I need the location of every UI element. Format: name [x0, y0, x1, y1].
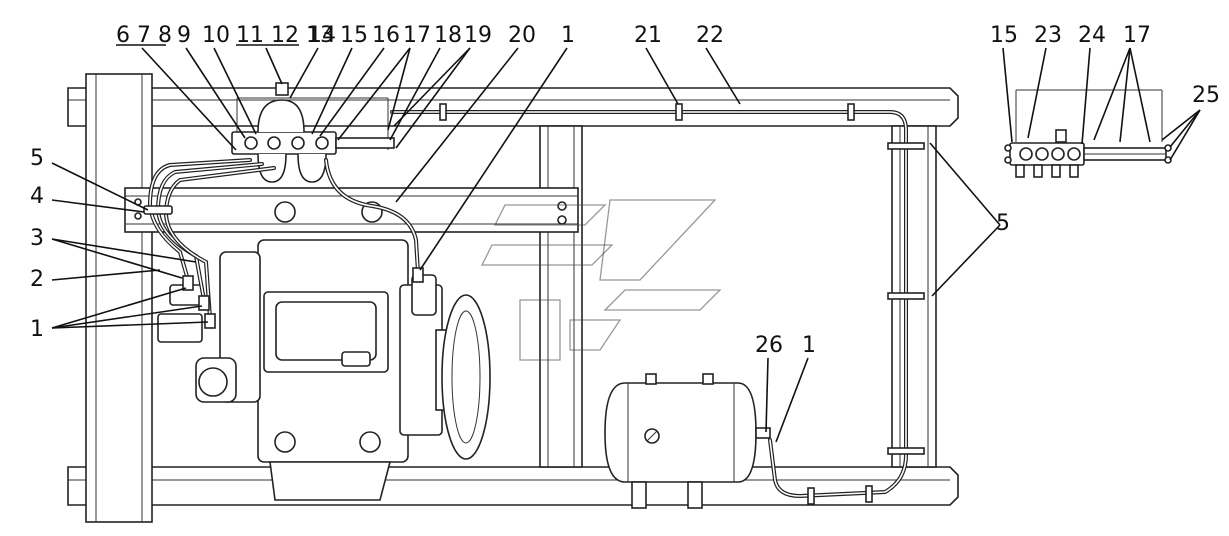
callout-15-inset: 15 — [990, 23, 1018, 48]
callout-17-inset: 17 — [1123, 23, 1151, 48]
pneumatic-lines — [143, 103, 925, 505]
callout-5-right: 5 — [996, 211, 1010, 236]
inset-valve-block — [1004, 89, 1172, 178]
callout-3: 3 — [30, 226, 44, 251]
callout-5-left: 5 — [30, 146, 44, 171]
callout-11-12-13: 11 12 13 — [236, 23, 334, 48]
callout-10: 10 — [202, 23, 230, 48]
callout-14: 14 — [308, 23, 336, 48]
watermark-logo — [480, 199, 722, 361]
callout-19: 19 — [464, 23, 492, 48]
callout-24: 24 — [1078, 23, 1106, 48]
callout-18: 18 — [434, 23, 462, 48]
transmission-unit — [157, 239, 491, 501]
leader-lines — [51, 44, 1201, 443]
callout-25: 25 — [1192, 83, 1220, 108]
air-receiver-tank — [604, 373, 771, 509]
callout-16: 16 — [372, 23, 400, 48]
callout-1-top: 1 — [561, 23, 575, 48]
callout-22: 22 — [696, 23, 724, 48]
callout-labels: 6 7 8 9 10 11 12 13 14 15 16 17 18 19 20… — [30, 23, 1220, 358]
callout-26: 26 — [755, 333, 783, 358]
callout-17-top: 17 — [403, 23, 431, 48]
valve-block — [231, 82, 395, 183]
callout-4: 4 — [30, 184, 44, 209]
callout-21: 21 — [634, 23, 662, 48]
callout-9: 9 — [177, 23, 191, 48]
callout-1-right: 1 — [802, 333, 816, 358]
callout-6-7-8: 6 7 8 — [116, 23, 172, 48]
callout-15-top: 15 — [340, 23, 368, 48]
callout-23: 23 — [1034, 23, 1062, 48]
callout-1-left: 1 — [30, 317, 44, 342]
callout-20: 20 — [508, 23, 536, 48]
callout-2: 2 — [30, 267, 44, 292]
